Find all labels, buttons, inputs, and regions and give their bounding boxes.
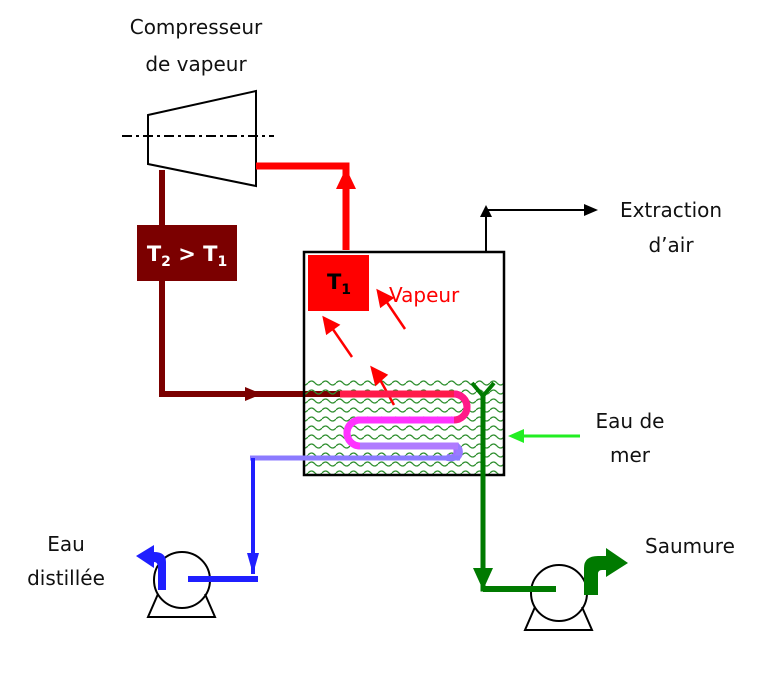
- air-extraction-label-line1: Extraction: [620, 198, 722, 222]
- t1-text: T: [327, 270, 342, 294]
- vapor-arrow-icon: [322, 315, 341, 336]
- vapor-suction-line: [256, 162, 356, 250]
- svg-text:T1: T1: [327, 270, 351, 298]
- brine-out-arrow-icon: [584, 548, 628, 595]
- distillate-pump: [136, 545, 258, 618]
- t2-subscript: 2: [161, 254, 171, 270]
- t1-badge: T1: [308, 255, 369, 311]
- vapor-arrow-icon: [376, 288, 395, 309]
- brine-line: [470, 381, 556, 592]
- compressor-label-line1: Compresseur: [130, 15, 263, 39]
- t2-greater-t1-badge: T2 > T1: [137, 225, 237, 281]
- air-extraction-label-line2: d’air: [648, 233, 694, 257]
- air-extraction-line: [480, 204, 598, 252]
- svg-text:T2 > T1: T2 > T1: [147, 242, 227, 270]
- seawater-inlet: [508, 429, 580, 443]
- seawater-label-line1: Eau de: [596, 409, 665, 433]
- vapor-arrow-icon: [370, 365, 389, 387]
- compressor-label-line2: de vapeur: [145, 52, 247, 76]
- distillate-line: [188, 458, 259, 582]
- brine-label: Saumure: [645, 534, 735, 558]
- t1-subscript: 1: [217, 254, 227, 270]
- condenser-coil: [250, 390, 471, 462]
- distillate-out-arrow-icon: [136, 545, 166, 590]
- distillate-flow-arrow-icon: [247, 553, 259, 574]
- t2-text: T: [147, 242, 162, 266]
- compressor: [122, 89, 274, 188]
- seawater-arrow-icon: [508, 429, 524, 443]
- brine-pump: [483, 548, 628, 631]
- distilled-water-label-line2: distillée: [27, 566, 105, 590]
- air-out-arrow-icon: [584, 204, 598, 216]
- compressed-flow-arrow-icon: [245, 387, 262, 401]
- distilled-water-label-line1: Eau: [47, 532, 85, 556]
- seawater-label-line2: mer: [610, 443, 651, 467]
- t1-box-subscript: 1: [341, 282, 351, 298]
- vapeur-label: Vapeur: [389, 283, 460, 307]
- air-up-arrow-icon: [480, 205, 492, 217]
- gt-t1-text: > T: [171, 242, 218, 266]
- vapor-flow-arrow-icon: [336, 168, 356, 189]
- brine-flow-arrow-icon: [473, 568, 493, 590]
